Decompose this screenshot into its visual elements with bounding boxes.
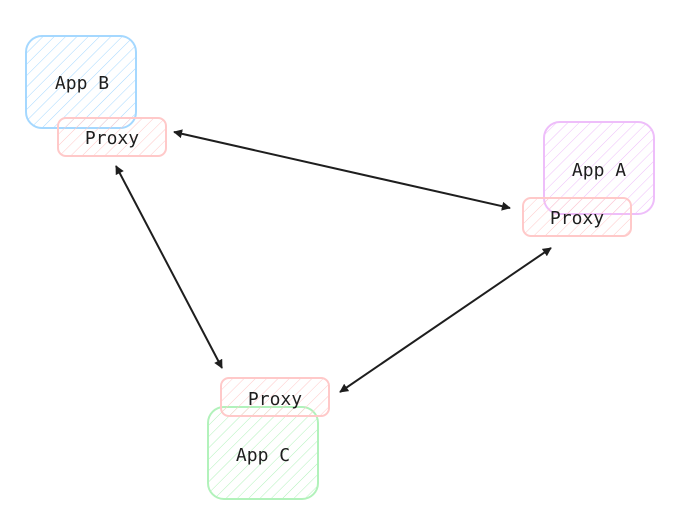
- app-b-proxy-label: Proxy: [85, 128, 139, 149]
- arrow-proxy-c-to-proxy-a: [339, 247, 552, 393]
- app-a-proxy-node[interactable]: Proxy: [522, 197, 632, 237]
- app-b-proxy-box: [57, 117, 167, 157]
- app-a-label: App A: [572, 160, 626, 181]
- app-a-node[interactable]: App A: [543, 121, 655, 215]
- app-a-proxy-box: [522, 197, 632, 237]
- arrow-proxy-b-to-proxy-a: [173, 129, 511, 211]
- app-c-proxy-box: [220, 377, 330, 417]
- app-c-proxy-node[interactable]: Proxy: [220, 377, 330, 417]
- arrow-proxy-b-to-proxy-c: [115, 165, 223, 369]
- app-a-proxy-label: Proxy: [550, 208, 604, 229]
- app-c-node[interactable]: App C: [207, 406, 319, 500]
- app-b-node[interactable]: App B: [25, 35, 137, 129]
- app-b-label: App B: [55, 73, 109, 94]
- app-b-proxy-node[interactable]: Proxy: [57, 117, 167, 157]
- app-c-proxy-label: Proxy: [248, 389, 302, 410]
- app-c-label: App C: [236, 445, 290, 466]
